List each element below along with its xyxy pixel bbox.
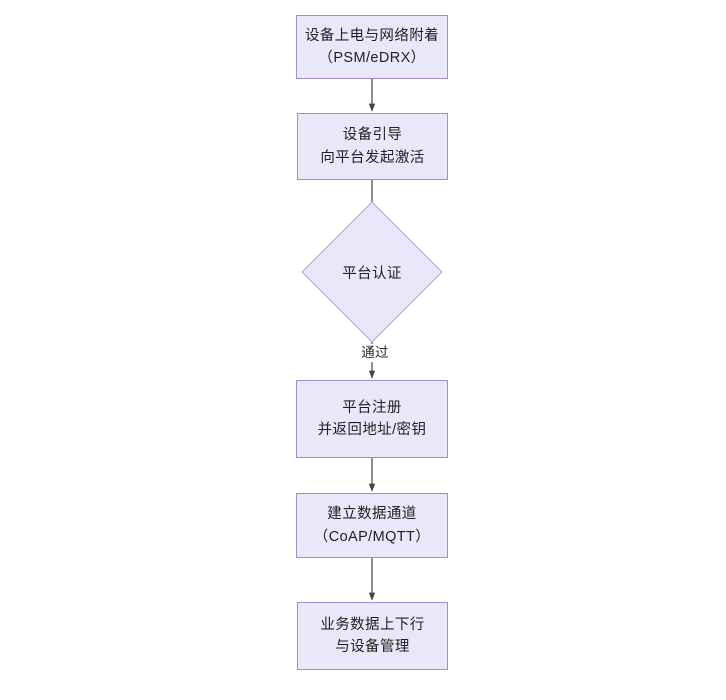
node-platform-register-line2: 并返回地址/密钥 (317, 422, 427, 438)
node-data-channel[interactable]: 建立数据通道 （CoAP/MQTT） (296, 493, 448, 558)
node-platform-register-line1: 平台注册 (342, 399, 402, 416)
node-service-data-line1: 业务数据上下行 (320, 616, 425, 633)
node-bootstrap-line2: 向平台发起激活 (320, 149, 425, 166)
node-bootstrap[interactable]: 设备引导 向平台发起激活 (297, 113, 448, 180)
node-power-on-line1: 设备上电与网络附着 (304, 27, 440, 44)
node-data-channel-line2: （CoAP/MQTT） (313, 528, 431, 545)
node-data-channel-line1: 建立数据通道 (327, 506, 417, 523)
edge-label-pass: 通过 (352, 344, 398, 362)
node-bootstrap-line1: 设备引导 (342, 127, 403, 144)
node-service-data-line2: 与设备管理 (335, 639, 410, 655)
node-power-on[interactable]: 设备上电与网络附着 （PSM/eDRX） (296, 15, 448, 79)
node-service-data[interactable]: 业务数据上下行 与设备管理 (297, 602, 448, 670)
node-platform-register[interactable]: 平台注册 并返回地址/密钥 (296, 380, 448, 458)
node-power-on-line2: （PSM/eDRX） (318, 50, 426, 66)
